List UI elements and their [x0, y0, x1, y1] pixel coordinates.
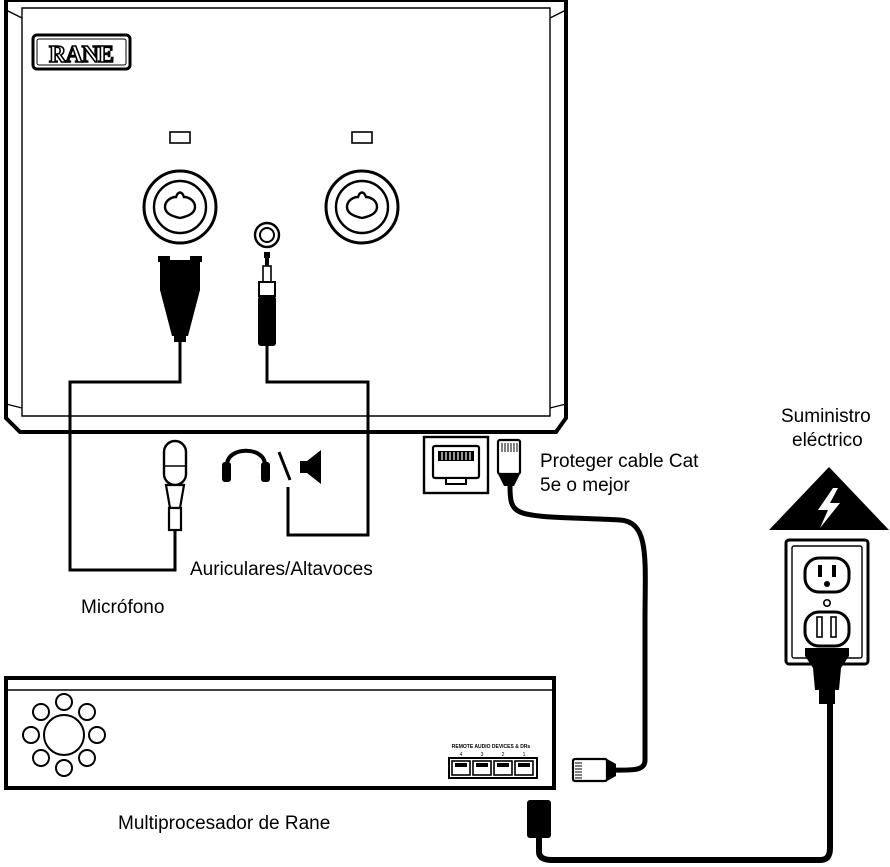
rane-logo-text: RANE — [49, 42, 113, 68]
power-plug-icon — [805, 616, 849, 704]
trs-cable-plug — [258, 252, 276, 346]
led-indicator-1 — [169, 131, 191, 144]
rj45-port-4[interactable] — [451, 760, 471, 776]
port-caption: REMOTE AUDIO DEVICES & DRs — [452, 744, 531, 750]
xlr-combo-jack-icon[interactable] — [142, 169, 218, 245]
high-voltage-warning-icon — [769, 467, 889, 530]
processor-label: Multiprocesador de Rane — [118, 813, 331, 834]
power-cable — [536, 700, 833, 863]
power-supply-line2: eléctrico — [792, 430, 863, 451]
trs-jack-icon[interactable] — [253, 221, 281, 249]
rj45-plug-icon — [496, 438, 522, 486]
speaker-icon — [300, 450, 321, 484]
headphones-icon — [222, 448, 270, 482]
processor-power-plug — [527, 800, 551, 838]
cable-note-line1: Proteger cable Cat — [540, 451, 699, 472]
headphones-speakers-label: Auriculares/Altavoces — [190, 559, 373, 580]
microphone-cable — [68, 342, 182, 572]
wall-plate — [4, 0, 568, 434]
rj45-port-2[interactable] — [493, 760, 513, 776]
power-supply-line1: Suministro — [781, 406, 871, 427]
xlr-combo-jack-icon[interactable] — [324, 169, 400, 245]
remote-port-block: REMOTE AUDIO DEVICES & DRs 4 3 2 1 — [448, 744, 538, 779]
port-number-3: 3 — [481, 752, 484, 758]
rane-logo: RANE — [31, 33, 132, 71]
port-number-1: 1 — [523, 752, 526, 758]
microphone-icon — [162, 439, 188, 532]
rj45-port-3[interactable] — [472, 760, 492, 776]
led-indicator-2 — [351, 131, 373, 144]
icon-separator — [277, 451, 292, 481]
rane-processor-logo — [22, 693, 106, 777]
power-outlet-icon — [784, 538, 870, 666]
rj45-port-1[interactable] — [514, 760, 534, 776]
microphone-label: Micrófono — [81, 597, 165, 618]
headphones-cable — [265, 346, 370, 537]
network-cable — [507, 485, 648, 773]
rj45-jack-icon[interactable] — [422, 435, 490, 495]
port-number-2: 2 — [502, 752, 505, 758]
rj45-plug-icon — [571, 757, 616, 783]
cable-note-line2: 5e o mejor — [540, 475, 630, 496]
port-number-4: 4 — [460, 752, 463, 758]
xlr-cable-plug — [158, 256, 202, 342]
